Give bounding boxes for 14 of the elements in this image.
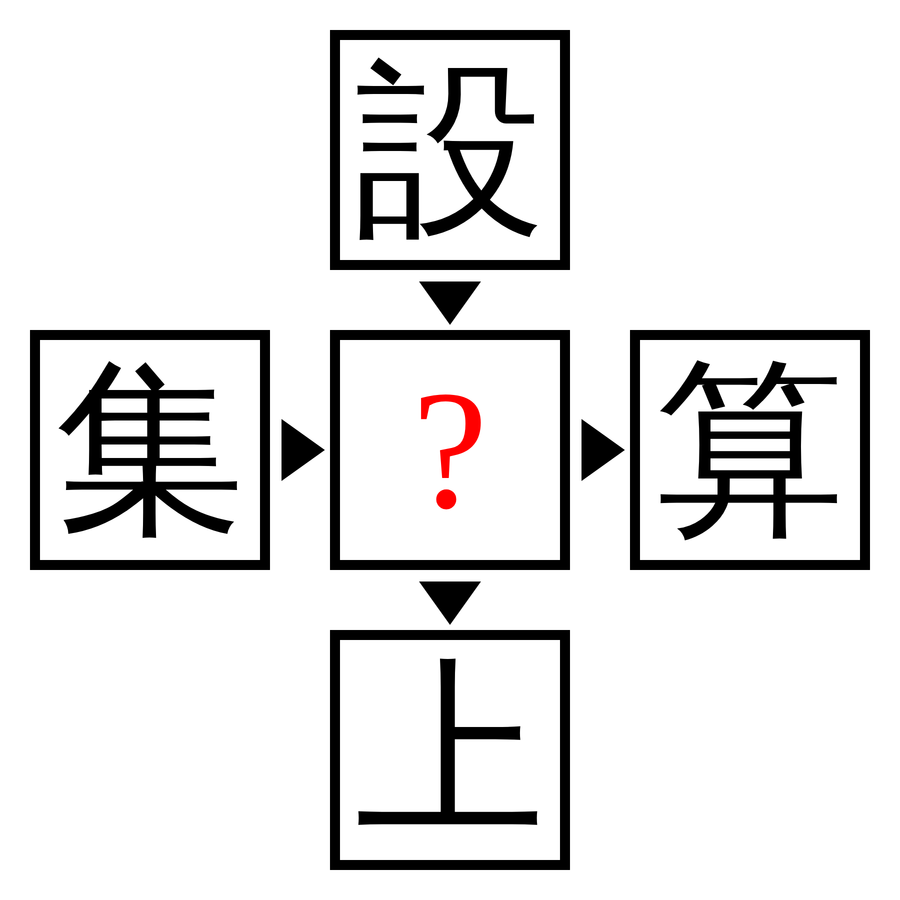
character-box: [30, 330, 270, 570]
question-box: [330, 330, 570, 570]
character-box: [330, 30, 570, 270]
arrow: [419, 282, 481, 325]
character: 集: [55, 355, 245, 545]
arrow: [419, 582, 481, 625]
character-box: [330, 630, 570, 870]
question-mark: ?: [412, 365, 488, 535]
character: 算: [655, 355, 845, 545]
character: 上: [355, 655, 545, 845]
arrow: [582, 419, 625, 481]
arrow: [282, 419, 325, 481]
character: 設: [355, 55, 545, 245]
character-box: [630, 330, 870, 570]
